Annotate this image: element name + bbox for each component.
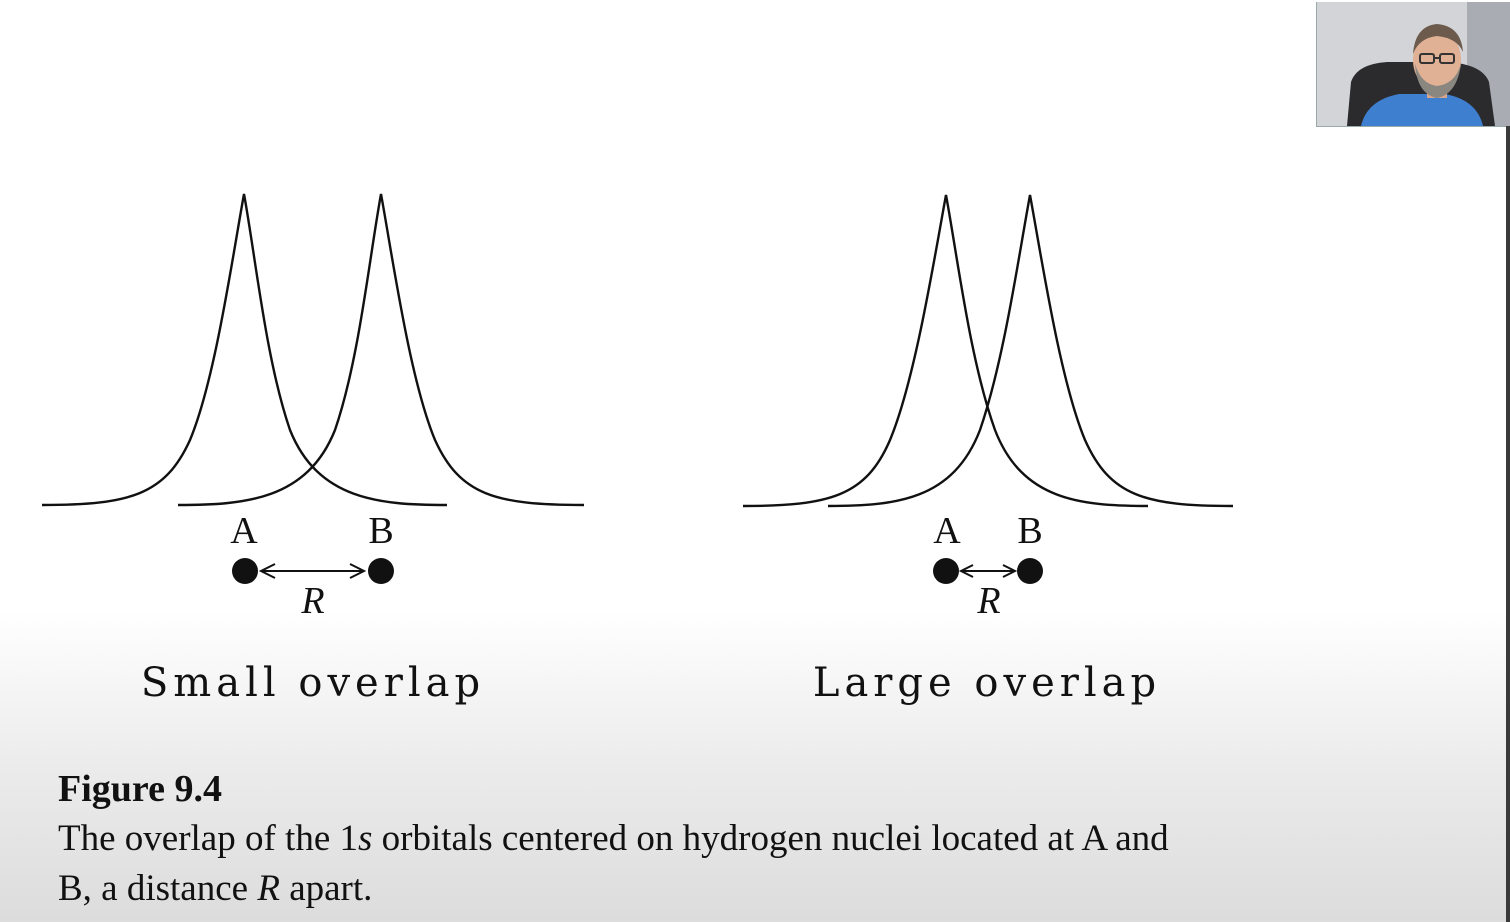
nucleus-dot-a [232,558,258,584]
distance-arrow [258,563,367,579]
nucleus-dot-b [368,558,394,584]
nucleus-dot-a [933,558,959,584]
panel-large-overlap: A B R Large overlap [742,194,1234,706]
figure-caption: Figure 9.4 The overlap of the 1s orbital… [58,764,1458,914]
presenter-webcam[interactable] [1316,2,1510,127]
distance-arrow [958,564,1018,578]
panel-caption: Large overlap [813,660,1161,706]
nucleus-label-b: B [368,510,393,552]
nucleus-label-a: A [933,510,961,552]
distance-label: R [976,580,1000,622]
orbital-curve-b [827,194,1234,508]
distance-label: R [300,580,324,622]
figure-description-line-1: The overlap of the 1s orbitals centered … [58,818,1169,859]
orbital-curve-a [41,193,448,507]
panel-caption: Small overlap [141,660,485,706]
figure-description-line-2: B, a distance R apart. [58,868,373,909]
nucleus-dot-b [1017,558,1043,584]
figure-number: Figure 9.4 [58,768,222,810]
presenter-video-icon [1317,2,1510,126]
panel-small-overlap: A B R Small overlap [41,193,585,706]
nucleus-label-b: B [1017,510,1042,552]
screen-edge [1506,126,1510,922]
orbital-curve-a [742,194,1149,508]
nucleus-label-a: A [230,510,258,552]
orbital-curve-b [177,193,585,507]
